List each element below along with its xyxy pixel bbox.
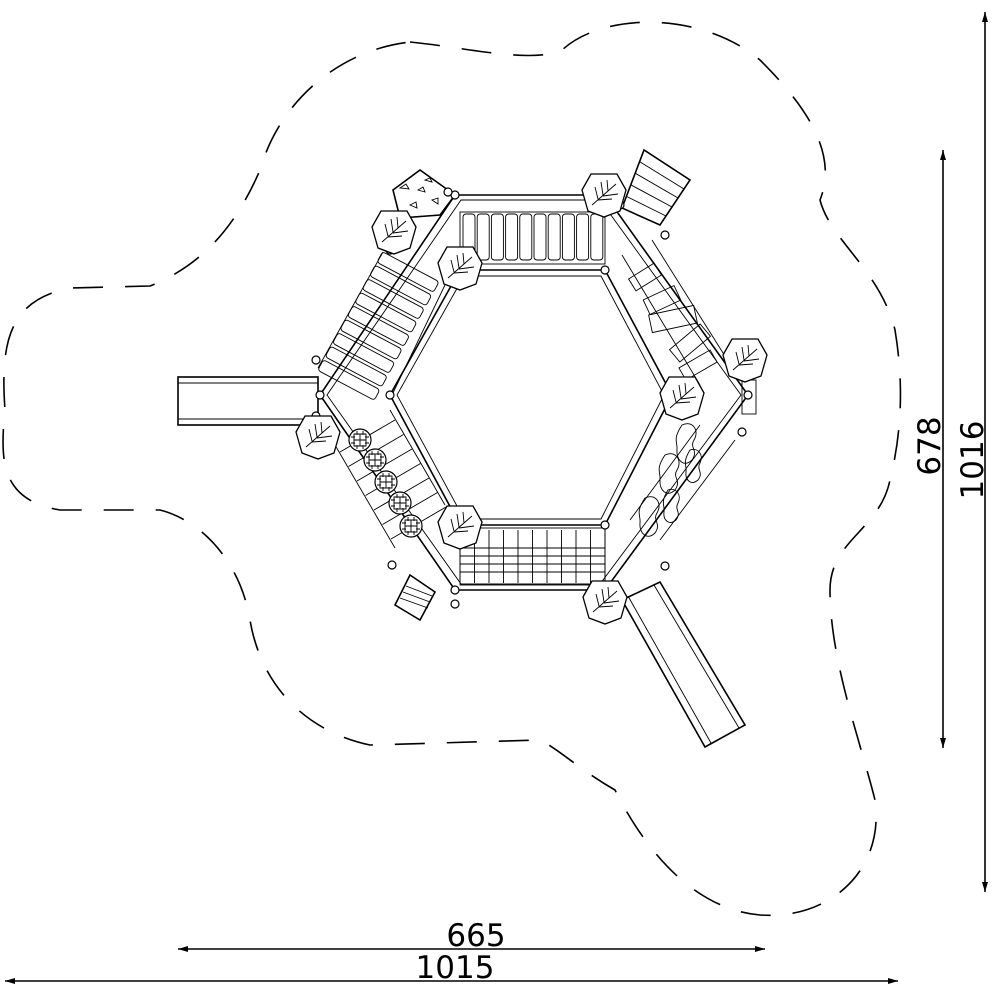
ramp-plank <box>347 306 409 346</box>
bridge-plank <box>476 213 490 261</box>
upper-right-ladder <box>620 148 692 227</box>
ramp-plank <box>370 265 432 306</box>
lower-left-ladder <box>393 573 437 622</box>
left-slide <box>177 376 319 426</box>
dimension-equipment-depth: 678 <box>912 150 948 748</box>
ramp-plank <box>377 252 439 292</box>
bridge-plank <box>547 213 561 261</box>
lower-right-slide <box>620 580 747 749</box>
dimension-overall-width: 1015 <box>5 950 898 986</box>
knot-grip-1 <box>348 428 372 452</box>
leaf-roof-5 <box>659 376 705 421</box>
bridge-plank <box>519 213 533 261</box>
lower-left-knot-bridge <box>334 409 447 549</box>
dimension-equipment-width: 665 <box>178 918 765 954</box>
leaf-roof-8 <box>582 580 628 625</box>
ramp-plank <box>325 346 387 387</box>
bridge-plank <box>576 213 590 261</box>
leaf-roof-4 <box>722 338 768 383</box>
bridge-plank <box>490 213 504 261</box>
leaf-roof-6 <box>295 415 341 460</box>
overall-width-label: 1015 <box>416 950 495 986</box>
knot-grip-2 <box>363 448 387 472</box>
ramp-plank <box>362 279 424 319</box>
leaf-roof-1 <box>371 210 417 255</box>
safety-zone-outline <box>2 21 902 917</box>
lower-right-stepping-stones <box>629 423 736 541</box>
knot-grip-4 <box>388 491 412 515</box>
upper-right-stepping-bridge <box>621 239 736 386</box>
bridge-plank <box>505 213 519 261</box>
dimension-overall-depth: 1016 <box>955 11 991 892</box>
knot-grip-5 <box>399 514 423 538</box>
bottom-net-bridge <box>459 527 606 586</box>
knot-grip-3 <box>374 470 398 494</box>
equipment-depth-label: 678 <box>912 416 948 475</box>
overall-depth-label: 1016 <box>955 421 991 500</box>
ramp-plank <box>340 319 402 360</box>
hexagon-inner-opening <box>389 269 673 526</box>
top-plank-bridge <box>459 211 606 265</box>
leaf-roof-7 <box>437 505 483 550</box>
equipment-width-label: 665 <box>446 918 505 954</box>
bridge-plank <box>533 213 547 261</box>
bridge-plank <box>561 213 575 261</box>
leaf-roof-2 <box>437 246 483 291</box>
ramp-plank <box>333 333 395 373</box>
ramp-plank <box>355 292 417 333</box>
upper-left-plank-ramp <box>317 251 446 400</box>
bridge-plank <box>590 213 604 261</box>
ramp-plank <box>318 360 380 400</box>
leaf-roof-3 <box>581 173 627 218</box>
